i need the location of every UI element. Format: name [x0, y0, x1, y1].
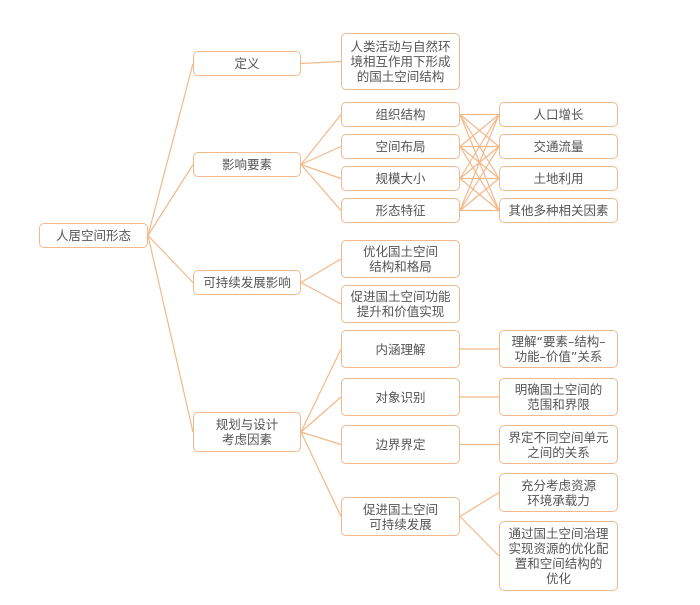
connector-root-sus: [147, 235, 194, 283]
connector-plan-p2: [300, 396, 342, 433]
node-sus2: 促进国土空间功能 提升和价值实现: [341, 285, 460, 323]
connector-plan-p1: [300, 348, 342, 433]
node-p4b: 通过国土空间治理 实现资源的优化配 置和空间结构的 优化: [499, 521, 618, 591]
node-f2: 交通流量: [499, 134, 618, 159]
node-inf4: 形态特征: [341, 198, 460, 223]
connector-sus-sus2: [300, 281, 342, 305]
node-p3a: 界定不同空间单元 之间的关系: [499, 425, 618, 464]
node-inf2: 空间布局: [341, 134, 460, 159]
node-inf1: 组织结构: [341, 102, 460, 127]
cross-link-inf3-f1: [459, 114, 500, 179]
node-p1a: 理解“要素–结构– 功能–价值”关系: [499, 330, 618, 368]
node-f4: 其他多种相关因素: [499, 198, 618, 223]
connector-root-inf: [147, 164, 194, 236]
node-sus1: 优化国土空间 结构和格局: [341, 240, 460, 278]
connector-inf-inf4: [300, 164, 342, 211]
node-f3: 土地利用: [499, 166, 618, 191]
node-p4: 促进国土空间 可持续发展: [341, 497, 460, 536]
node-root: 人居空间形态: [39, 223, 148, 248]
connector-inf-inf1: [300, 114, 342, 165]
node-plan: 规划与设计 考虑因素: [193, 412, 301, 452]
node-inf3: 规模大小: [341, 166, 460, 191]
connector-sus-sus1: [300, 258, 342, 284]
node-p3: 边界界定: [341, 425, 460, 464]
node-p2: 对象识别: [341, 378, 460, 416]
cross-link-inf4-f3: [459, 178, 500, 211]
connector-p4-p4a: [459, 491, 500, 518]
connector-inf-inf2: [300, 145, 342, 166]
connector-root-plan: [147, 235, 194, 433]
connector-root-def: [147, 63, 194, 236]
node-p1: 内涵理解: [341, 330, 460, 368]
cross-link-inf4-f2: [459, 146, 500, 211]
node-sus: 可持续发展影响: [193, 270, 301, 295]
node-def: 定义: [193, 51, 301, 76]
connector-inf-inf3: [300, 163, 342, 180]
cross-link-inf4-f1: [459, 114, 500, 211]
connector-def-def1: [300, 60, 342, 65]
node-def1: 人类活动与自然环 境相互作用下形成 的国土空间结构: [341, 33, 460, 90]
connector-p4-p4b: [459, 516, 500, 557]
node-p4a: 充分考虑资源 环境承载力: [499, 473, 618, 512]
node-f1: 人口增长: [499, 102, 618, 127]
connector-plan-p4: [300, 431, 342, 517]
cross-link-inf2-f1: [459, 114, 500, 147]
connector-plan-p3: [300, 431, 342, 446]
node-inf: 影响要素: [193, 152, 301, 177]
node-p2a: 明确国土空间的 范围和界限: [499, 378, 618, 416]
